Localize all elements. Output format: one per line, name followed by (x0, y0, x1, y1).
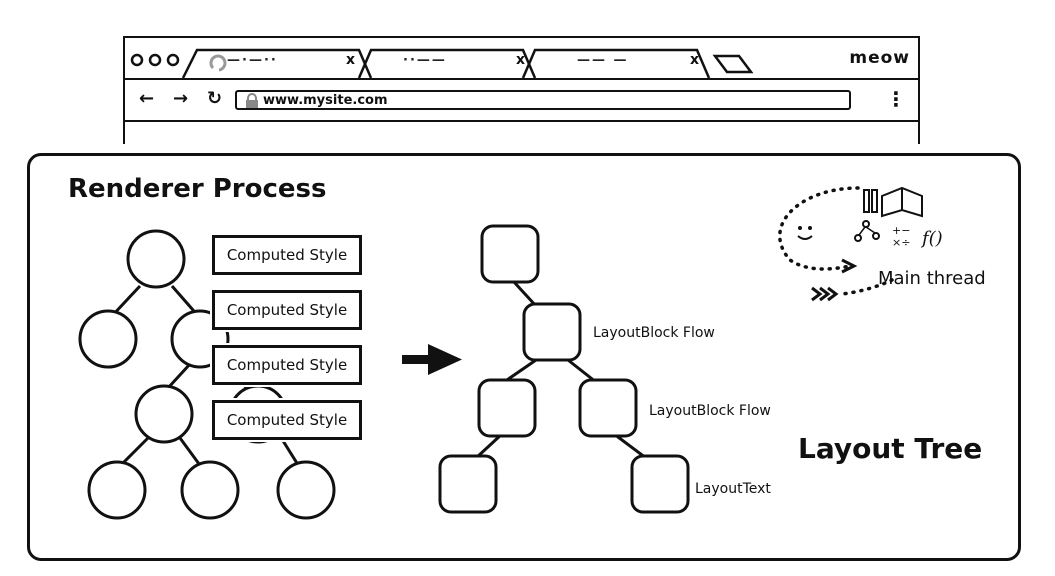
tab-1-title[interactable]: —·—·· (227, 53, 278, 68)
svg-text:+−: +− (892, 224, 910, 237)
layout-node-label: LayoutText (695, 481, 771, 497)
forward-button[interactable]: → (173, 88, 189, 109)
dom-node (87, 460, 147, 520)
dom-node (134, 384, 194, 444)
dom-node (180, 460, 240, 520)
tab-strip: —·—·· x ··—— x —— — x meow (125, 38, 918, 80)
layout-node (477, 378, 537, 438)
layout-node-label: LayoutBlock Flow (593, 325, 715, 341)
layout-tree-title: Layout Tree (798, 432, 983, 465)
arrow-right-icon (402, 344, 462, 375)
menu-button[interactable]: ⋮ (886, 87, 906, 111)
layout-node (630, 454, 690, 514)
layout-node (522, 302, 582, 362)
dom-node (276, 460, 336, 520)
tab-1-close[interactable]: x (346, 52, 356, 68)
toolbar: ← → ↻ www.mysite.com ⋮ (125, 80, 918, 122)
new-tab-button[interactable] (712, 54, 754, 74)
browser-window: —·—·· x ··—— x —— — x meow ← → ↻ www.mys… (123, 36, 920, 144)
profile-label[interactable]: meow (849, 48, 910, 68)
main-thread-illustration: +− ×÷ f() (778, 186, 943, 302)
window-dots-icon[interactable] (130, 53, 180, 67)
computed-style-box: Computed Style (210, 398, 364, 442)
url-text[interactable]: www.mysite.com (263, 93, 388, 108)
dom-node (78, 309, 138, 369)
renderer-process-panel: Renderer Process (27, 153, 1021, 561)
svg-text:f(): f() (920, 228, 943, 249)
layout-node (438, 454, 498, 514)
tab-2-close[interactable]: x (516, 52, 526, 68)
dom-node (126, 229, 186, 289)
computed-style-box: Computed Style (210, 233, 364, 277)
layout-tree-nodes (438, 224, 690, 514)
tab-2-title[interactable]: ··—— (403, 53, 447, 68)
dom-tree-nodes (78, 229, 336, 520)
computed-style-box: Computed Style (210, 288, 364, 332)
reload-button[interactable]: ↻ (207, 88, 223, 109)
loading-spinner-icon (209, 54, 227, 72)
lock-icon (246, 93, 258, 108)
diagram-svg: +− ×÷ f() (78, 186, 943, 520)
svg-text:×÷: ×÷ (892, 236, 910, 249)
layout-node (578, 378, 638, 438)
layout-node-label: LayoutBlock Flow (649, 403, 771, 419)
layout-node (480, 224, 540, 284)
main-thread-label: Main thread (878, 268, 986, 289)
tab-3-close[interactable]: x (690, 52, 700, 68)
computed-style-box: Computed Style (210, 343, 364, 387)
tab-3-title[interactable]: —— — (577, 53, 629, 68)
panel-title: Renderer Process (68, 174, 327, 204)
tab-shapes (130, 48, 754, 79)
address-bar[interactable]: www.mysite.com (235, 90, 851, 110)
layout-tree-edges (474, 280, 647, 460)
back-button[interactable]: ← (139, 88, 155, 109)
